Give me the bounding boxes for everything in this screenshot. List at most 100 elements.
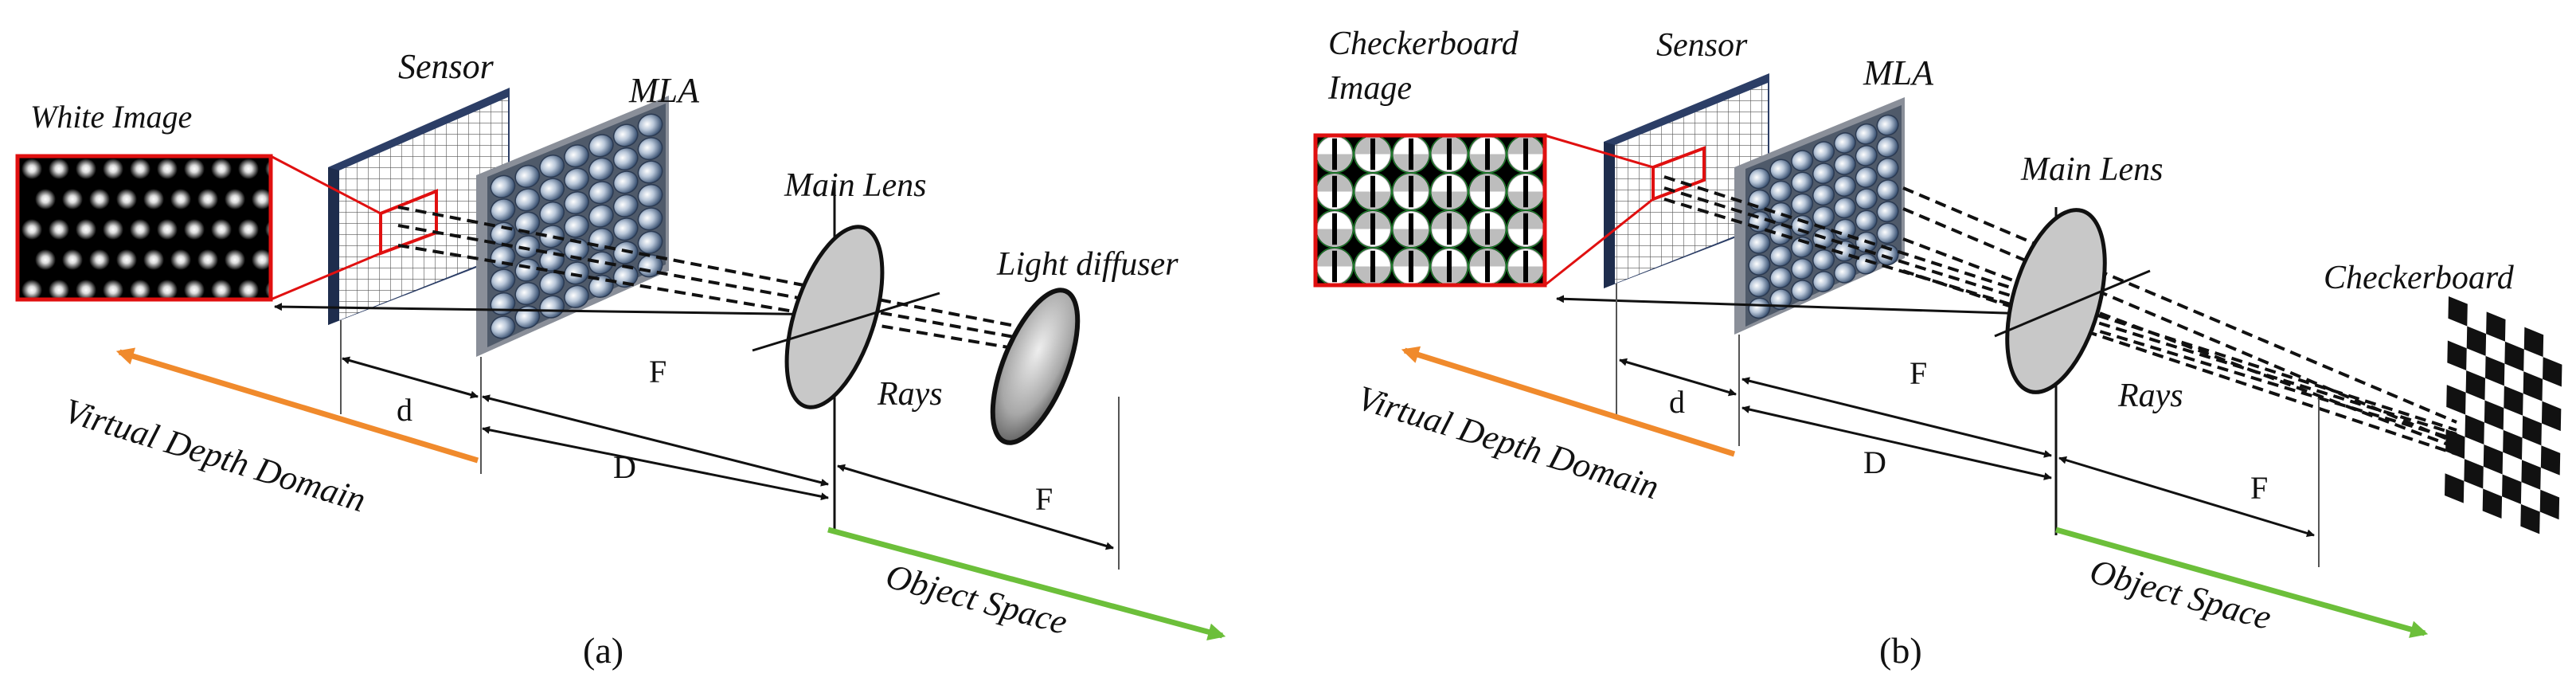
dim-d-a — [342, 356, 479, 399]
checkerboard-square — [2522, 415, 2542, 446]
white-image-spot — [130, 280, 150, 300]
mla-lenslet — [612, 123, 639, 147]
white-image-spot — [89, 249, 110, 270]
mla-lenslet — [1812, 141, 1835, 162]
white-image-zoom-box — [15, 154, 273, 302]
white-image-spot — [184, 219, 205, 240]
mla-lenslet — [1876, 222, 1899, 245]
checkerboard-square — [2504, 386, 2523, 416]
mla-lenslet — [1812, 206, 1835, 228]
white-image-spot — [116, 249, 137, 270]
white-image-spot — [238, 159, 259, 179]
white-image-spot — [184, 159, 205, 179]
mla-lenslet — [564, 284, 589, 308]
white-image-spot — [252, 249, 271, 270]
optical-axis-b — [1556, 295, 2055, 316]
checkerboard-square — [2482, 488, 2503, 519]
checkerboard-square — [2502, 474, 2522, 504]
mla-lenslet — [1791, 150, 1814, 172]
checkerboard-image-label-line2: Image — [1327, 70, 1412, 107]
checkerboard-square — [2520, 503, 2540, 534]
mla-lenslet — [1876, 201, 1899, 223]
object-space-arrow-a — [827, 527, 1226, 641]
checkerboard-square — [2483, 444, 2504, 475]
mla-lenslet — [514, 211, 541, 235]
white-image-spot — [211, 159, 232, 179]
main-lens-label-b: Main Lens — [2020, 151, 2164, 188]
F-label-bottom-a: F — [1035, 481, 1053, 517]
checker-lenslet-border — [1391, 247, 1431, 285]
panel-a: White Image Sensor MLA Rays — [15, 47, 1226, 671]
mla-lenslet — [564, 190, 589, 215]
checkerboard-square — [2504, 341, 2524, 372]
white-image-spot — [279, 189, 299, 209]
mla-lenslet — [539, 272, 565, 296]
sensor-label-b: Sensor — [1656, 27, 1748, 64]
sensor-a — [328, 88, 510, 325]
mla-lenslet — [490, 268, 516, 292]
white-image-spot — [211, 280, 232, 300]
D-label-b: D — [1863, 444, 1886, 480]
mla-lenslet — [1748, 233, 1771, 254]
checkerboard-square — [2446, 385, 2466, 415]
white-image-spot — [252, 189, 271, 209]
mla-b — [1734, 97, 1905, 335]
dim-F-bottom-a — [837, 464, 1114, 550]
F-label-top-b: F — [1910, 355, 1927, 391]
mla-lenslet — [1791, 193, 1814, 215]
checkerboard-square — [2543, 357, 2562, 387]
white-image-spot — [279, 249, 299, 270]
mla-lenslet — [1769, 267, 1792, 288]
mla-lenslet — [1833, 261, 1856, 284]
white-image-spot — [76, 280, 96, 300]
dim-d-b — [1619, 358, 1737, 397]
caption-b: (b) — [1879, 630, 1922, 671]
mla-lenslet — [539, 225, 565, 249]
checker-lenslet-border — [1429, 247, 1469, 285]
virtual-depth-label-a: Virtual Depth Domain — [60, 391, 370, 520]
white-image-spot — [62, 189, 83, 209]
mla-lenslet — [514, 188, 541, 212]
mla-lenslet — [1769, 159, 1792, 181]
white-image-spot — [225, 249, 245, 270]
mla-lenslet — [1791, 214, 1814, 237]
mla-label-b: MLA — [1863, 53, 1934, 92]
mla-lenslet — [612, 194, 639, 217]
checkerboard-square — [2540, 445, 2561, 476]
mla-lenslet — [1812, 162, 1835, 185]
mla-lenslet — [637, 113, 663, 137]
mla-lenslet — [1812, 271, 1835, 292]
mla-lenslet — [1855, 145, 1878, 166]
white-image-spot — [130, 159, 150, 179]
mla-lenslet — [490, 174, 516, 198]
white-image-spots — [21, 159, 299, 300]
mla-lenslet — [1833, 154, 1856, 175]
checkerboard-square — [2523, 371, 2543, 401]
mla-lenslet — [1876, 135, 1899, 158]
D-label-a: D — [613, 449, 636, 485]
mla-lenslet — [1769, 223, 1792, 245]
checkerboard-square — [2466, 326, 2487, 356]
checkerboard-square — [2485, 355, 2505, 386]
zoom-connector-top-b — [1544, 134, 1654, 169]
checker-lenslet-border — [1353, 247, 1393, 285]
white-image-spot — [157, 280, 178, 300]
checkerboard-square — [2465, 414, 2484, 444]
white-image-spot — [143, 189, 164, 209]
checkerboard-image-zoom-box — [1313, 133, 1547, 288]
checkerboard-square — [2521, 460, 2541, 490]
white-image-spot — [157, 159, 178, 179]
mla-lenslet — [637, 160, 663, 184]
mla-lenslet — [637, 136, 663, 161]
dim-D-a — [482, 425, 829, 501]
checkerboard-image-label-line1: Checkerboard — [1328, 25, 1519, 62]
checkerboard-square — [2541, 401, 2562, 432]
mla-lenslet — [564, 144, 589, 168]
mla-lenslet — [637, 207, 663, 231]
mla-lenslet — [1833, 197, 1856, 219]
mla-lenslet — [1855, 253, 1878, 275]
mla-lenslet — [490, 198, 516, 222]
virtual-depth-arrow-b — [1401, 346, 1736, 457]
mla-lenslet — [514, 235, 541, 259]
light-diffuser — [990, 288, 1081, 445]
